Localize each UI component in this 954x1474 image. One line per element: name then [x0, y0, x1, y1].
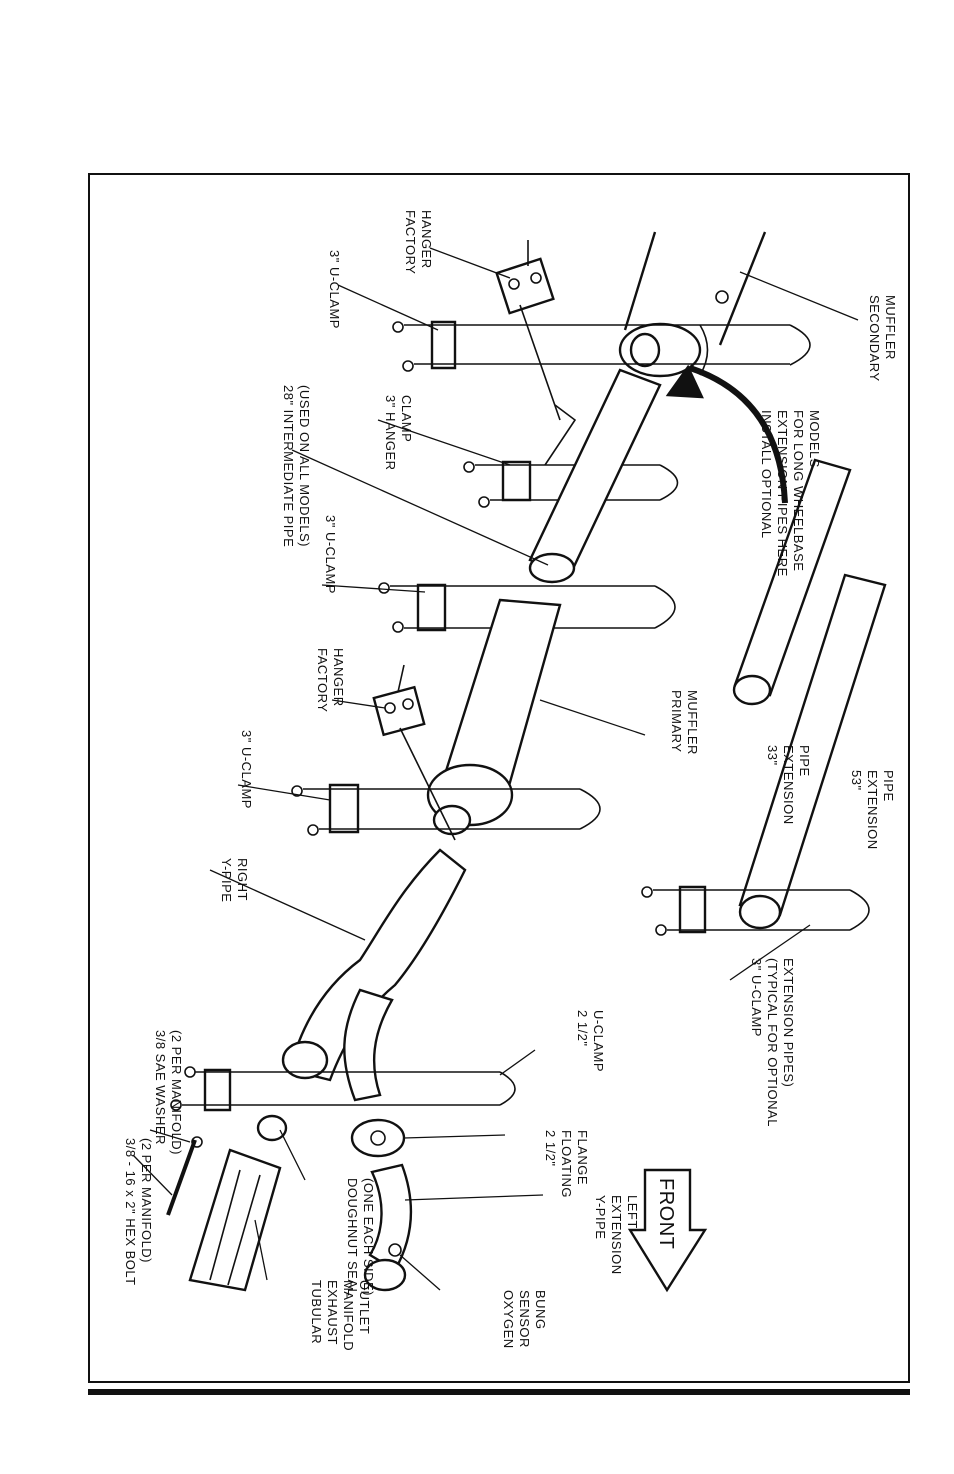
label-install-optional: INSTALL OPTIONAL EXTENSION PIPES HERE FO… — [759, 410, 822, 577]
u-clamp-212 — [170, 1066, 516, 1112]
label-line: 2 1/2" — [575, 1010, 590, 1047]
bottom-rule — [88, 1389, 910, 1395]
u-clamp-mid — [378, 582, 676, 633]
label-floating-flange: 2 1/2" FLOATING FLANGE — [543, 1130, 590, 1198]
label-doughnut-seal: DOUGHNUT SEAL (ONE EACH SIDE) — [345, 1178, 376, 1296]
label-line: OUTLET — [357, 1280, 372, 1334]
label-line: EXTENSION — [865, 770, 880, 850]
label-sae-washer: 3/8 SAE WASHER (2 PER MANIFOLD) — [153, 1030, 184, 1155]
label-factory-hanger-mid: FACTORY HANGER — [315, 648, 346, 712]
label-line: EXTENSION PIPES HERE — [775, 410, 790, 577]
label-line: SENSOR — [517, 1290, 532, 1348]
label-line: PRIMARY — [669, 690, 684, 753]
label-line: TUBULAR — [309, 1280, 324, 1344]
label-line: EXHAUST — [325, 1280, 340, 1345]
label-line: FOR LONG WHEELBASE — [791, 410, 806, 571]
optional-extension-pipes — [665, 364, 887, 930]
label-line: OXYGEN — [501, 1290, 516, 1349]
floating-flange — [350, 1118, 406, 1158]
label-line: U-CLAMP — [591, 1010, 606, 1072]
label-line: 3" HANGER — [383, 395, 398, 471]
label-line: 53" — [849, 770, 864, 791]
label-line: 3" U-CLAMP — [239, 730, 254, 809]
secondary-muffler — [618, 231, 767, 378]
label-y-pipe-ext-left: Y-PIPE EXTENSION LEFT — [593, 1195, 640, 1275]
doughnut-seal — [256, 1114, 288, 1142]
label-line: MANIFOLD — [341, 1280, 356, 1351]
u-clamp-low — [291, 783, 601, 836]
manifold-outlet — [188, 1148, 282, 1292]
label-line: 3/8 - 16 x 2" HEX BOLT — [123, 1138, 138, 1286]
label-u-clamp-212: 2 1/2" U-CLAMP — [575, 1010, 606, 1072]
u-clamp-extension — [641, 885, 870, 936]
label-line: (2 PER MANIFOLD) — [169, 1030, 184, 1155]
label-y-pipe-right: Y-PIPE RIGHT — [219, 858, 250, 902]
label-u-clamp-top: 3" U-CLAMP — [327, 250, 342, 329]
label-line: 3" U-CLAMP — [323, 515, 338, 594]
hanger-clamp — [463, 404, 679, 508]
label-line: FACTORY — [403, 210, 418, 274]
front-arrow — [627, 1168, 708, 1293]
label-line: FLANGE — [575, 1130, 590, 1185]
label-u-clamp-mid: 3" U-CLAMP — [323, 515, 338, 594]
label-line: INSTALL OPTIONAL — [759, 410, 774, 539]
label-line: 3" U-CLAMP — [327, 250, 342, 329]
label-intermediate-pipe: 28" INTERMEDIATE PIPE (USED ON ALL MODEL… — [281, 385, 312, 547]
label-line: 3" U-CLAMP — [749, 958, 764, 1037]
y-pipe-right — [281, 848, 467, 1102]
label-line: HANGER — [419, 210, 434, 269]
label-line: RIGHT — [235, 858, 250, 901]
label-line: EXTENSION — [609, 1195, 624, 1275]
primary-muffler — [426, 598, 562, 836]
label-line: EXTENSION PIPES) — [781, 958, 796, 1087]
label-line: HANGER — [331, 648, 346, 707]
label-oxygen-bung: OXYGEN SENSOR BUNG — [501, 1290, 548, 1349]
label-line: EXTENSION — [781, 745, 796, 825]
diagram-frame — [88, 173, 910, 1383]
label-line: MUFFLER — [685, 690, 700, 755]
label-line: (TYPICAL FOR OPTIONAL — [765, 958, 780, 1127]
label-ext-53: 53" EXTENSION PIPE — [849, 770, 896, 850]
label-line: FACTORY — [315, 648, 330, 712]
label-line: Y-PIPE — [593, 1195, 608, 1239]
factory-hanger-top — [495, 240, 561, 421]
label-line: 3/8 SAE WASHER — [153, 1030, 168, 1145]
factory-hanger-mid — [372, 664, 456, 841]
label-line: MODELS — [807, 410, 822, 468]
label-factory-hanger-top: FACTORY HANGER — [403, 210, 434, 274]
label-line: MUFFLER — [883, 295, 898, 360]
label-hex-bolt: 3/8 - 16 x 2" HEX BOLT (2 PER MANIFOLD) — [123, 1138, 154, 1286]
leader-lines — [132, 247, 859, 1291]
label-line: PIPE — [797, 745, 812, 777]
u-clamp-top — [392, 320, 811, 372]
label-ext-33: 33" EXTENSION PIPE — [765, 745, 812, 825]
label-manifold-outlet: TUBULAR EXHAUST MANIFOLD OUTLET — [309, 1280, 372, 1351]
label-line: (2 PER MANIFOLD) — [139, 1138, 154, 1263]
label-line: FLOATING — [559, 1130, 574, 1198]
label-line: DOUGHNUT SEAL — [345, 1178, 360, 1296]
y-pipe-extension-left — [363, 1163, 413, 1292]
label-hanger-clamp: 3" HANGER CLAMP — [383, 395, 414, 471]
intermediate-pipe — [528, 368, 662, 584]
label-line: 28" INTERMEDIATE PIPE — [281, 385, 296, 547]
label-line: PIPE — [881, 770, 896, 802]
label-line: BUNG — [533, 1290, 548, 1330]
label-primary-muffler: PRIMARY MUFFLER — [669, 690, 700, 755]
label-line: (ONE EACH SIDE) — [361, 1178, 376, 1296]
label-line: Y-PIPE — [219, 858, 234, 902]
label-line: CLAMP — [399, 395, 414, 442]
label-line: 33" — [765, 745, 780, 766]
hex-bolt — [166, 1136, 203, 1216]
label-u-clamp-typical: 3" U-CLAMP (TYPICAL FOR OPTIONAL EXTENSI… — [749, 958, 796, 1127]
label-front: FRONT — [655, 1178, 677, 1249]
label-front-text: FRONT — [655, 1178, 677, 1249]
label-line: (USED ON ALL MODELS) — [297, 385, 312, 547]
label-u-clamp-low: 3" U-CLAMP — [239, 730, 254, 809]
label-line: SECONDARY — [867, 295, 882, 382]
label-secondary-muffler: SECONDARY MUFFLER — [867, 295, 898, 382]
label-line: 2 1/2" — [543, 1130, 558, 1167]
label-line: LEFT — [625, 1195, 640, 1229]
